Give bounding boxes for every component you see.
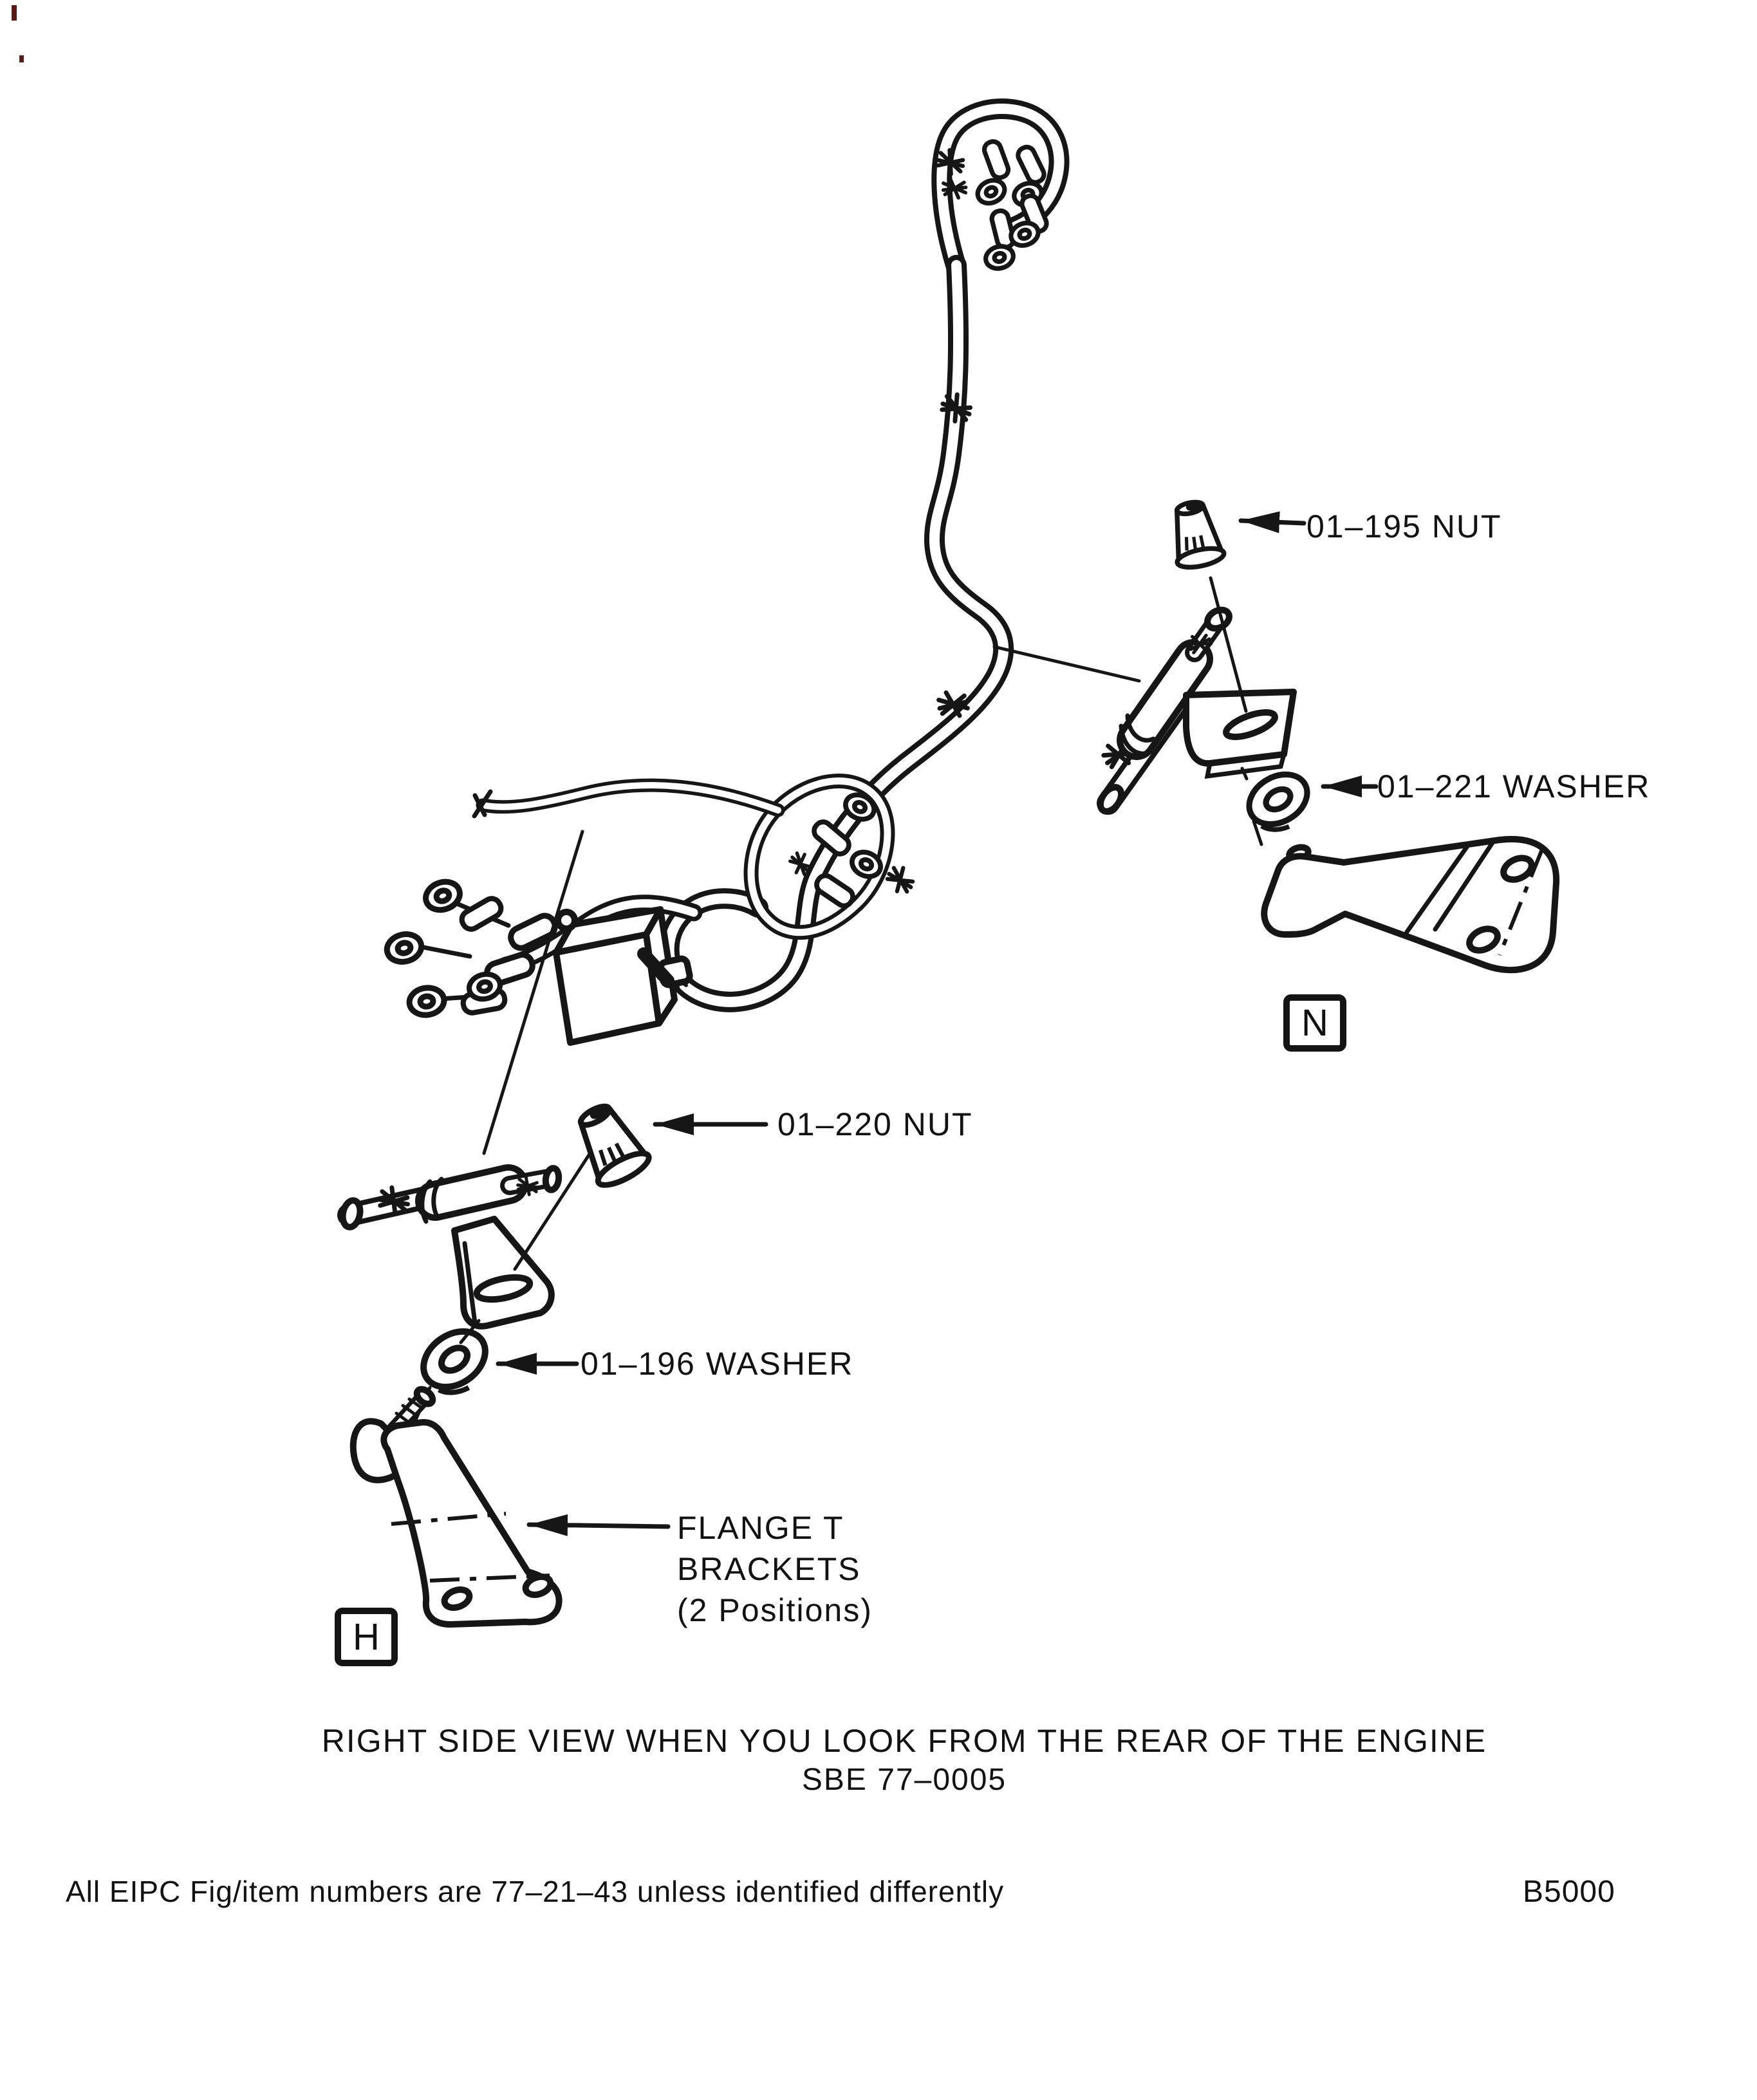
nut-01-195-drawing — [1166, 498, 1225, 571]
harness-strap-branch — [472, 778, 785, 819]
label-arrows — [496, 511, 1379, 1536]
clamp-tube-n — [1097, 606, 1232, 815]
wiring-harness-drawing — [384, 98, 1141, 1155]
flange-label-line3: (2 Positions) — [677, 1592, 873, 1628]
position-marker-n: N — [1283, 994, 1346, 1052]
clamp-tab-h — [451, 1216, 555, 1330]
flange-t-bracket-drawing — [349, 1386, 562, 1628]
footer-note: All EIPC Fig/item numbers are 77–21–43 u… — [66, 1875, 1005, 1908]
wire-terminal-lugs-left — [384, 877, 559, 1017]
bracket-n — [1261, 835, 1560, 974]
figure-caption: RIGHT SIDE VIEW WHEN YOU LOOK FROM THE R… — [321, 1723, 1487, 1759]
harness-top-loop — [931, 98, 1070, 277]
figure-number: SBE 77–0005 — [801, 1763, 1007, 1797]
arrow-flange-brackets — [526, 1514, 671, 1536]
footer-doc-number: B5000 — [1523, 1875, 1615, 1909]
leader-line-to-n-clamp — [992, 645, 1141, 683]
junction-box — [553, 906, 693, 1046]
nut-01-220-drawing — [567, 1097, 653, 1191]
leader-line-to-h-clamp — [482, 830, 584, 1155]
position-marker-h: H — [335, 1608, 398, 1666]
clamp-tube-h — [337, 1164, 562, 1231]
label-flange-t-brackets: FLANGE T BRACKETS (2 Positions) — [677, 1507, 873, 1631]
washer-01-221-drawing — [1240, 765, 1319, 840]
clamp-assembly-n — [1097, 498, 1560, 974]
flange-label-line1: FLANGE T — [677, 1510, 844, 1546]
scan-speck — [12, 5, 17, 21]
label-nut-195: 01–195 NUT — [1306, 508, 1502, 544]
label-washer-196: 01–196 WASHER — [581, 1346, 854, 1382]
wire-loop-branch — [743, 774, 895, 940]
clamp-tab-n — [1183, 689, 1297, 779]
arrow-nut-195 — [1238, 511, 1306, 534]
flange-label-line2: BRACKETS — [677, 1551, 861, 1587]
label-washer-221: 01–221 WASHER — [1377, 768, 1651, 804]
scan-speck — [19, 55, 24, 62]
assembly-axis-line-n — [1209, 576, 1263, 846]
label-nut-220: 01–220 NUT — [777, 1106, 973, 1142]
clamp-assembly-h — [337, 1097, 653, 1628]
